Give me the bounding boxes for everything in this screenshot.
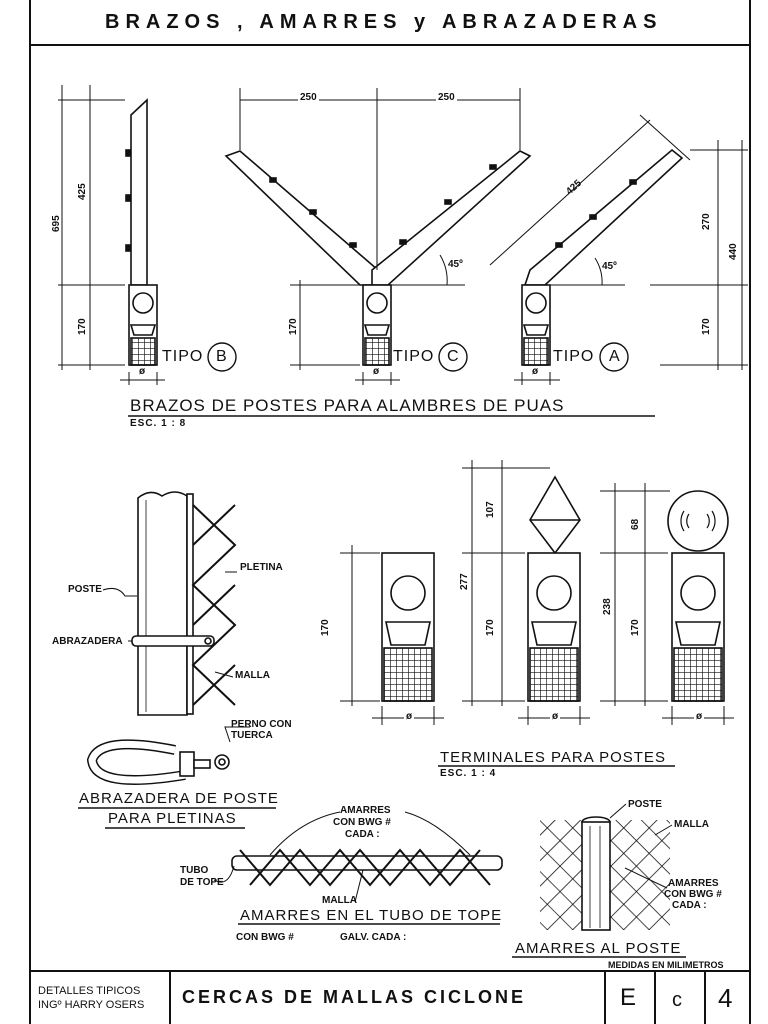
type-b-letter: B [216, 348, 228, 365]
type-c-dim-left: 250 [298, 92, 319, 103]
clamp-label-abrazadera: ABRAZADERA [52, 636, 123, 647]
arms-section-title: BRAZOS DE POSTES PARA ALAMBRES DE PUAS [130, 396, 565, 415]
terminal-2-dim-base: ø [550, 711, 561, 722]
tube-label-con-bwg: CON BWG # [333, 817, 391, 828]
tube-label-de-tope: DE TOPE [180, 877, 224, 888]
post-label-malla: MALLA [674, 819, 709, 830]
footer-code-e: E [620, 984, 637, 1011]
tube-ties-subtitle-a: CON BWG # [236, 932, 294, 943]
arm-type-b [58, 85, 237, 385]
type-a-label: TIPO [553, 348, 595, 365]
clamp-title-line1: ABRAZADERA DE POSTE [79, 790, 279, 807]
terminals-scale: ESC. 1 : 4 [440, 768, 497, 779]
tube-label-tubo: TUBO [180, 865, 209, 876]
type-c-dim-right: 250 [436, 92, 457, 103]
footer-project: CERCAS DE MALLAS CICLONE [182, 987, 527, 1007]
terminal-1-dim-lower: 170 [320, 619, 331, 636]
post-label-amarres: AMARRES [668, 878, 719, 889]
footer-ing: INGº HARRY OSERS [38, 999, 145, 1011]
sheet-frame [29, 0, 751, 1024]
clamp-label-tuerca: TUERCA [231, 730, 273, 741]
post-ties-title: AMARRES AL POSTE [515, 940, 682, 957]
post-label-cada: CADA : [672, 900, 707, 911]
arm-type-a [489, 114, 748, 385]
type-b-dim-total: 695 [51, 215, 62, 232]
type-c-dim-base: ø [373, 366, 380, 377]
type-a-angle: 45º [602, 261, 617, 272]
tube-ties-drawing [213, 811, 503, 903]
terminal-1-dim-base: ø [404, 711, 415, 722]
clamp-title-line2: PARA PLETINAS [108, 810, 237, 827]
type-a-dim-upper: 270 [701, 213, 712, 230]
terminal-3-dim-top: 68 [630, 518, 641, 530]
terminal-3-dim-base: ø [694, 711, 705, 722]
footer-detalles: DETALLES TIPICOS [38, 985, 141, 997]
tube-ties-subtitle-b: GALV. CADA : [340, 932, 407, 943]
post-label-con-bwg: CON BWG # [664, 889, 722, 900]
type-b-dim-upper: 425 [77, 183, 88, 200]
type-c-dim-lower: 170 [288, 318, 299, 335]
terminal-1 [340, 545, 444, 725]
type-c-letter: C [447, 348, 460, 365]
terminal-2-dim-total: 277 [459, 573, 470, 590]
type-a-dim-lower: 170 [701, 318, 712, 335]
type-a-dim-total: 440 [728, 243, 739, 260]
terminal-3-dim-total: 238 [602, 598, 613, 615]
arm-type-c [224, 88, 532, 385]
type-c-angle: 45º [448, 259, 463, 270]
type-a-letter: A [609, 348, 621, 365]
terminal-3 [600, 483, 734, 725]
sheet-title: BRAZOS , AMARRES y ABRAZADERAS [105, 11, 663, 33]
arms-scale: ESC. 1 : 8 [130, 418, 187, 429]
clamp-label-pletina: PLETINA [240, 562, 283, 573]
terminal-3-dim-lower: 170 [630, 619, 641, 636]
clamp-label-perno: PERNO CON [231, 719, 292, 730]
type-b-dim-base: ø [139, 366, 146, 377]
footer-code-c: c [672, 989, 682, 1011]
clamp-part-drawing [86, 726, 250, 785]
post-ties-drawing [540, 803, 673, 931]
type-b-dim-lower: 170 [77, 318, 88, 335]
tube-ties-title: AMARRES EN EL TUBO DE TOPE [240, 907, 503, 924]
footer-code-num: 4 [718, 983, 733, 1013]
terminal-2 [462, 460, 590, 725]
clamp-detail-drawing [102, 491, 237, 716]
terminals-section-title: TERMINALES PARA POSTES [440, 749, 666, 766]
tube-label-amarres: AMARRES [340, 805, 391, 816]
post-label-poste: POSTE [628, 799, 662, 810]
type-b-label: TIPO [162, 348, 204, 365]
terminal-2-dim-lower: 170 [485, 619, 496, 636]
type-c-label: TIPO [393, 348, 435, 365]
units-note: MEDIDAS EN MILIMETROS [608, 960, 724, 970]
tube-label-malla: MALLA [322, 895, 357, 906]
terminal-2-dim-top: 107 [485, 501, 496, 518]
tube-label-cada: CADA : [345, 829, 380, 840]
clamp-label-poste: POSTE [68, 584, 102, 595]
type-a-dim-base: ø [532, 366, 539, 377]
clamp-label-malla: MALLA [235, 670, 270, 681]
